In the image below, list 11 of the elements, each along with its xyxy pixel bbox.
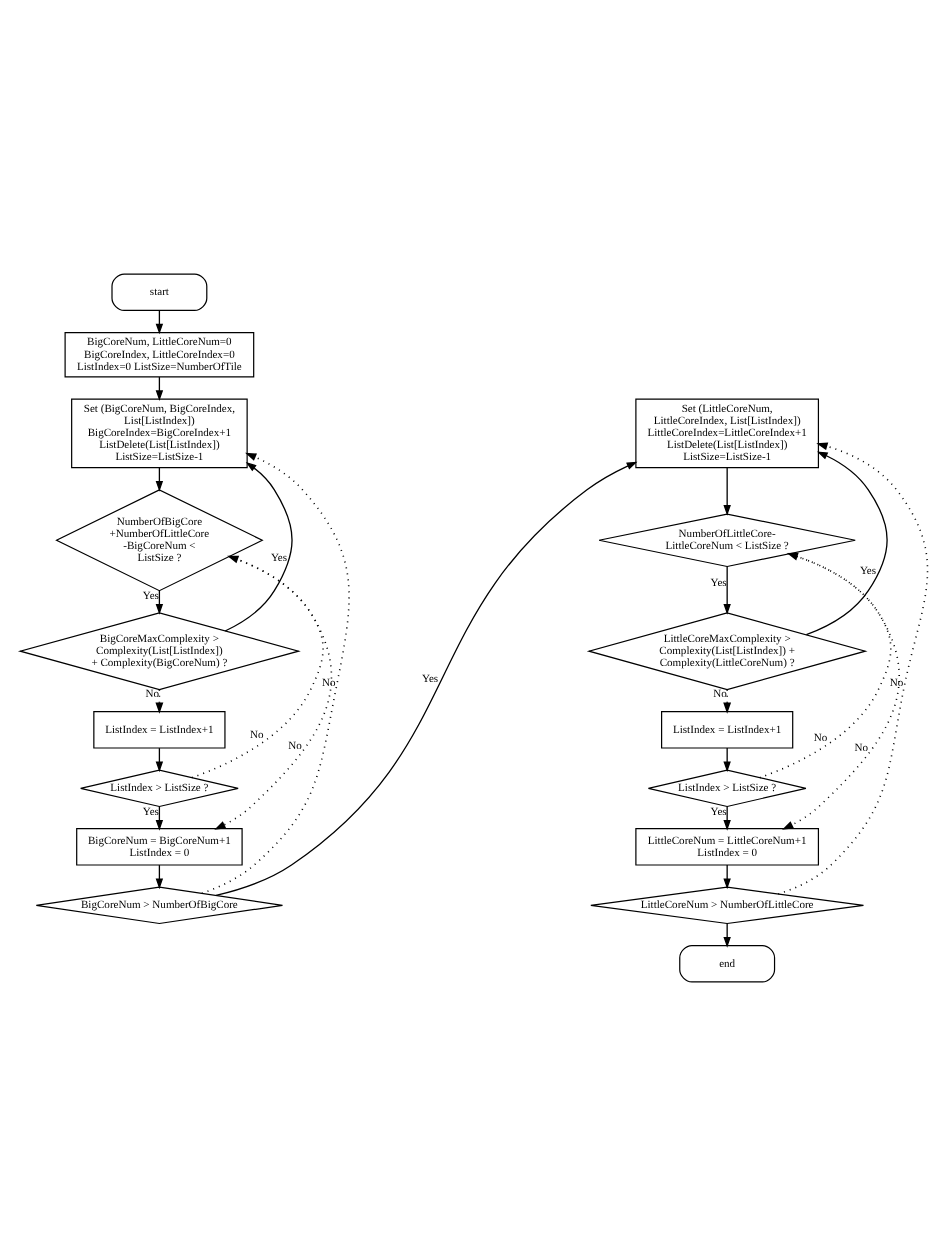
arrow <box>782 552 900 829</box>
arrow <box>214 554 333 829</box>
arrow <box>805 450 888 635</box>
arrow <box>777 441 929 894</box>
arrow <box>224 461 293 631</box>
arrow <box>723 564 731 614</box>
arrow <box>723 466 731 515</box>
arrow <box>191 554 324 778</box>
arrow <box>759 551 892 778</box>
arrow <box>201 451 350 894</box>
arrow <box>215 460 638 896</box>
